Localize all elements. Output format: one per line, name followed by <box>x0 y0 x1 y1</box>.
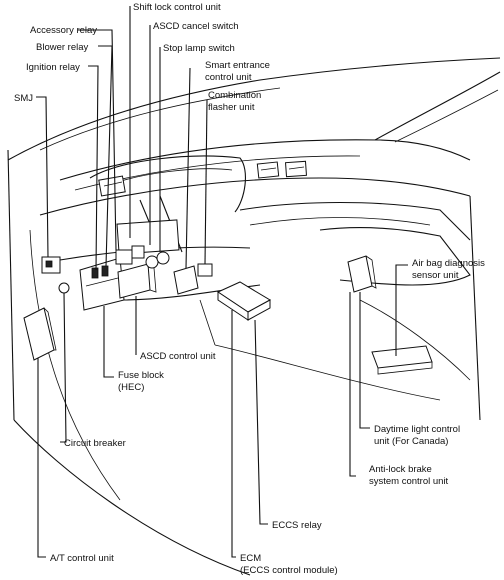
label-ecm-line1: ECM <box>240 553 261 564</box>
ascd-control-unit-part <box>117 263 157 299</box>
label-fuse-block-line1: Fuse block <box>118 370 164 381</box>
label-smart-entrance-line1: Smart entrance <box>205 60 270 71</box>
at-control-unit-part <box>23 307 57 361</box>
daytime-light-unit-part <box>371 345 433 375</box>
label-air-bag-line1: Air bag diagnosis <box>412 258 485 269</box>
label-smart-entrance-line2: control unit <box>205 72 252 83</box>
label-accessory-relay: Accessory relay <box>30 25 97 36</box>
label-daytime-line1: Daytime light control <box>374 424 460 435</box>
label-shift-lock: Shift lock control unit <box>133 2 221 13</box>
label-ascd-cancel-switch: ASCD cancel switch <box>153 21 239 32</box>
dashboard-drawing <box>7 57 501 576</box>
flasher-unit-part <box>197 263 213 277</box>
label-blower-relay: Blower relay <box>36 42 89 53</box>
label-at-control-unit: A/T control unit <box>50 553 114 564</box>
label-ascd-control-unit: ASCD control unit <box>140 351 216 362</box>
component-labels: Shift lock control unit ASCD cancel swit… <box>14 2 485 576</box>
switch-cluster-part <box>145 251 170 269</box>
smart-entrance-part <box>173 265 199 295</box>
label-circuit-breaker: Circuit breaker <box>64 438 126 449</box>
fuse-block-part <box>79 257 125 311</box>
label-fuse-block-line2: (HEC) <box>118 382 144 393</box>
label-daytime-line2: unit (For Canada) <box>374 436 448 447</box>
label-eccs-relay: ECCS relay <box>272 520 322 531</box>
label-smj: SMJ <box>14 93 33 104</box>
label-antilock-line1: Anti-lock brake <box>369 464 432 475</box>
relay-block-part <box>115 245 145 265</box>
ecm-part <box>216 281 272 321</box>
label-combination-line2: flasher unit <box>208 102 255 113</box>
air-bag-sensor-part <box>347 255 377 293</box>
smj-connector <box>41 256 61 274</box>
leader-lines <box>36 6 408 558</box>
label-ignition-relay: Ignition relay <box>26 62 80 73</box>
label-air-bag-line2: sensor unit <box>412 270 459 281</box>
label-ecm-line2: (ECCS control module) <box>240 565 338 576</box>
label-stop-lamp-switch: Stop lamp switch <box>163 43 235 54</box>
label-antilock-line2: system control unit <box>369 476 449 487</box>
circuit-breaker-part <box>58 282 70 294</box>
label-combination-line1: Combination <box>208 90 261 101</box>
